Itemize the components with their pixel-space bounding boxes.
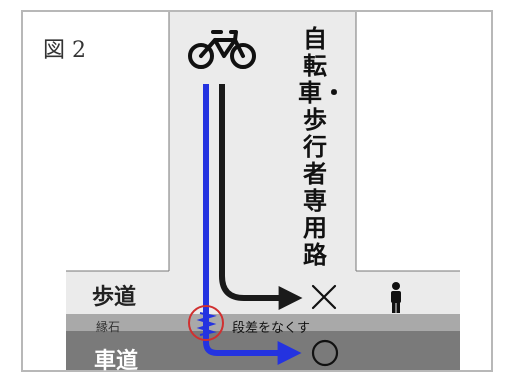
- sidewalk-route-arrow: [219, 84, 303, 310]
- spring-icon: [196, 312, 217, 336]
- path-label: 自転車・歩行者専用路: [298, 25, 346, 269]
- highlight-circle: [188, 305, 224, 341]
- pedestrian-icon: [391, 282, 401, 313]
- path-gap: [170, 268, 355, 273]
- curb-label: 縁石: [96, 320, 121, 334]
- step-annotation: 段差をなくす: [232, 321, 311, 336]
- circle-mark: [311, 339, 339, 367]
- road-route-arrow: [203, 84, 302, 365]
- bicycle-icon: [188, 30, 256, 69]
- curb-band: [66, 314, 460, 331]
- sidewalk-label: 歩道: [92, 285, 137, 310]
- figure-label: 図 2: [43, 38, 86, 63]
- road-label: 車道: [94, 349, 139, 374]
- cross-mark: [311, 284, 337, 310]
